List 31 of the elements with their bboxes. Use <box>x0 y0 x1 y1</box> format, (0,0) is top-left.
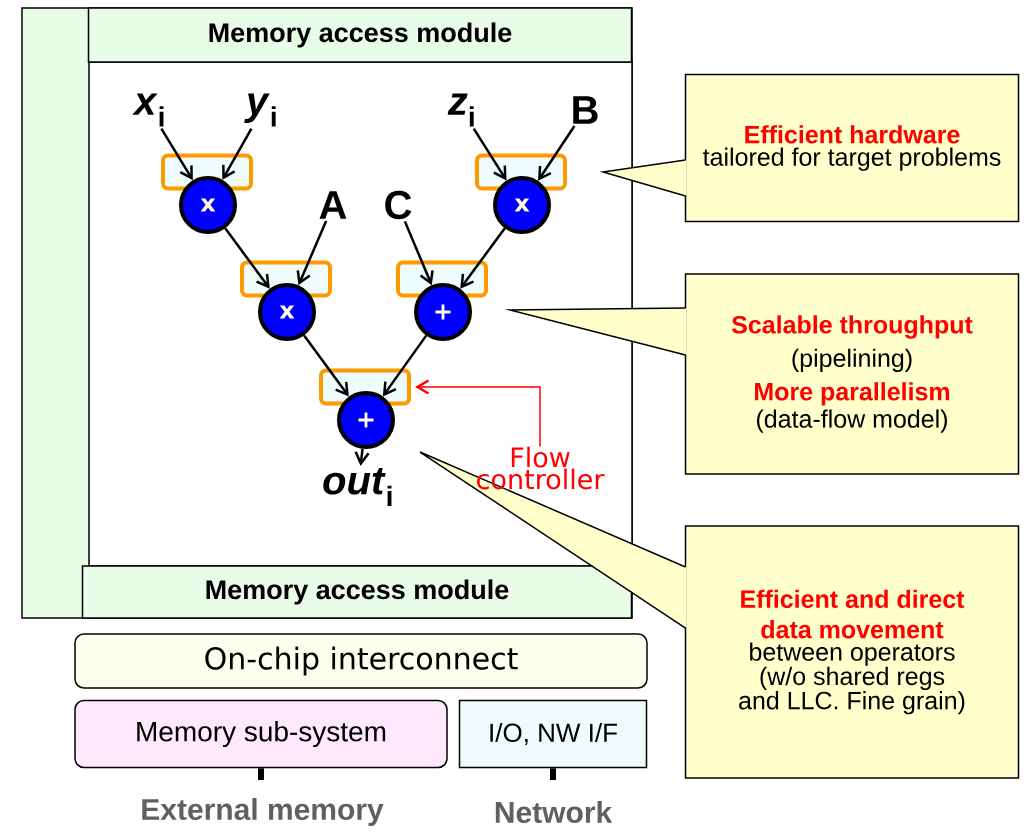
external-label: Network <box>495 801 613 824</box>
arrow <box>354 448 370 466</box>
input-label: x$_{i}$ <box>132 93 164 127</box>
input-label: y$_{i}$ <box>244 93 276 127</box>
input-label: z$_{i}$ <box>447 93 474 127</box>
arrow <box>224 227 270 289</box>
operator-drawing: + <box>319 368 411 449</box>
arrow <box>160 127 193 181</box>
arrow <box>460 227 506 289</box>
operator-drawing: x <box>475 153 567 234</box>
arrow <box>222 128 253 180</box>
interconnect-box: On-chip interconnect <box>74 633 648 689</box>
input-label: A <box>319 191 347 219</box>
arrow <box>415 379 541 448</box>
arrow <box>303 334 349 397</box>
operator-drawing: x <box>161 153 253 234</box>
arrow <box>538 125 576 181</box>
external-label: External memory <box>142 798 384 826</box>
callout-box: Efficient hardware tailored for target problems <box>599 73 1020 223</box>
operator-drawing: + <box>396 260 488 341</box>
input-label: B <box>573 96 598 124</box>
module-box: Memory access module <box>81 565 633 619</box>
input-label: out$_{i}$ <box>323 468 392 506</box>
arrow <box>403 220 434 286</box>
module-box: Memory access module <box>87 7 633 63</box>
input-label: C <box>385 190 412 220</box>
operator-drawing: x <box>240 260 332 341</box>
arrow <box>382 334 428 397</box>
arrow <box>296 220 328 286</box>
arrow <box>472 127 507 181</box>
memory-box: Memory sub-system <box>74 699 448 769</box>
